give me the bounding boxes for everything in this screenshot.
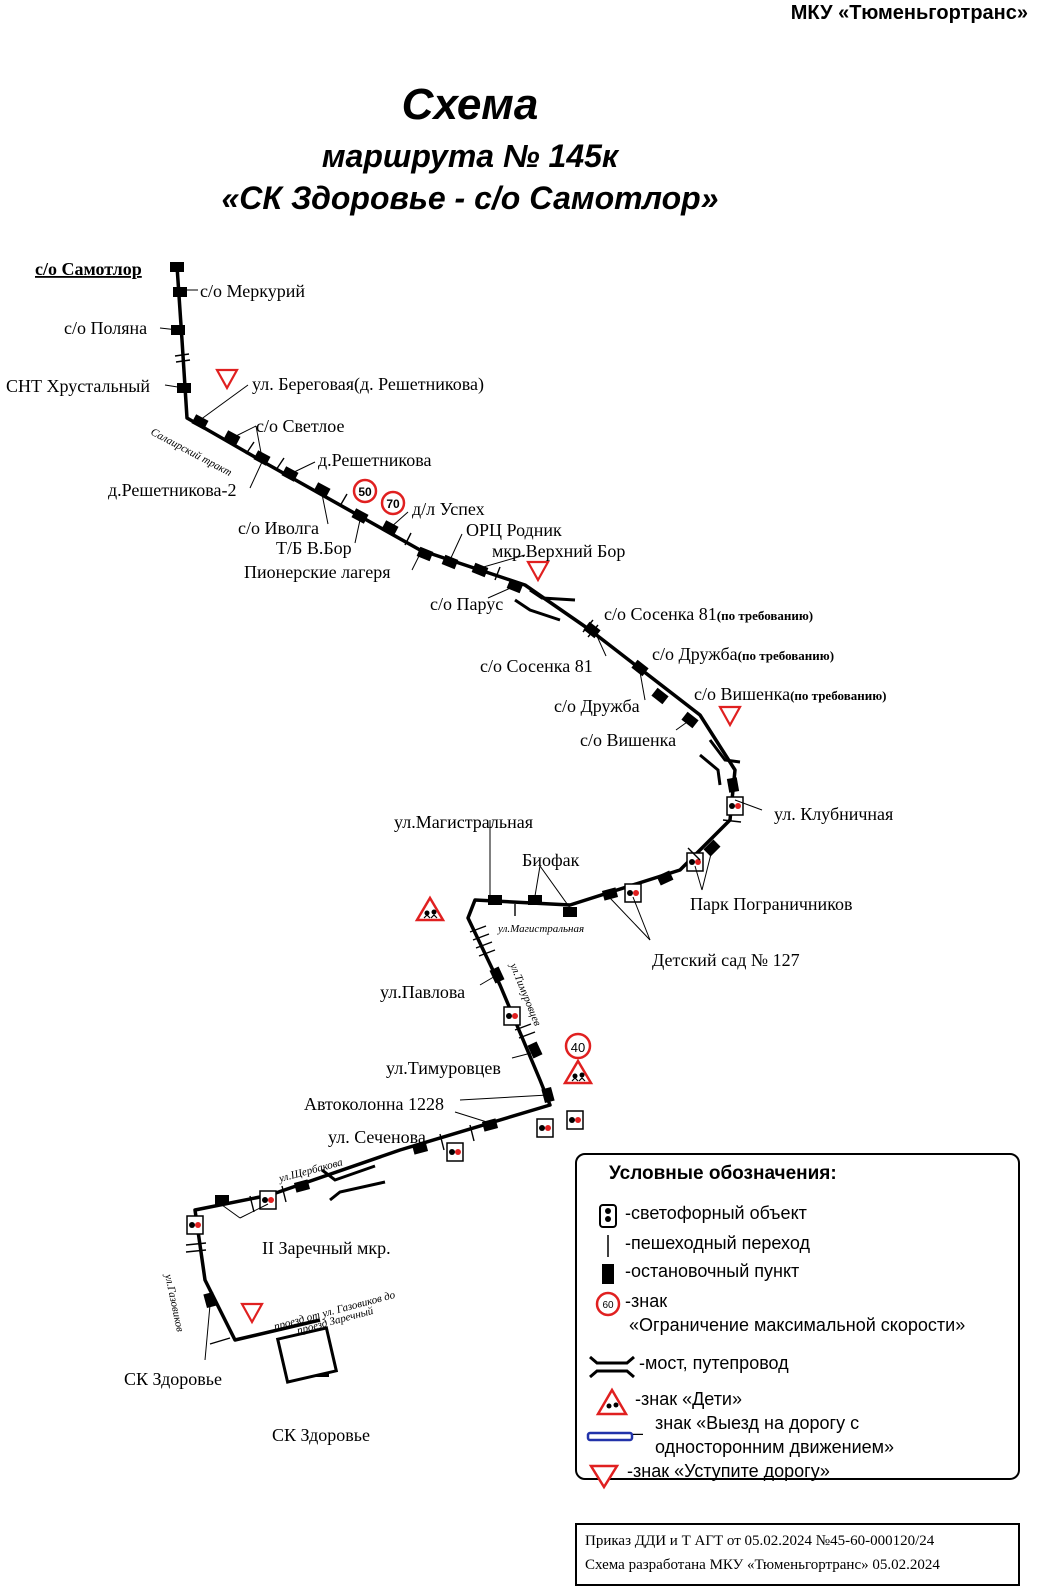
stop-zarechny: II Заречный мкр. [262, 1238, 391, 1258]
street-magistralnaya: ул.Магистральная [497, 923, 584, 935]
stop-pavlova: ул.Павлова [380, 982, 465, 1002]
stop-vishenka: с/о Вишенка [580, 730, 676, 750]
legend-speed-2: «Ограничение максимальной скорости» [629, 1315, 966, 1335]
stop-timurovtsev: ул.Тимуровцев [386, 1058, 501, 1078]
speed-sign-50: 50 [358, 485, 372, 499]
stop-druzhba-request-name: с/о Дружба [652, 644, 738, 664]
legend-children: -знак «Дети» [635, 1389, 742, 1409]
stop-samotlor: с/о Самотлор [35, 259, 142, 279]
stop-reshetnikova: д.Решетникова [318, 450, 431, 470]
sk-zdorovye-building [275, 1326, 339, 1384]
stop-sosenka-81: с/о Сосенка 81 [480, 656, 593, 676]
legend-panel: Условные обозначения: -светофорный объек… [575, 1153, 1020, 1490]
stop-druzhba-request: с/о Дружба(по требованию) [652, 644, 834, 664]
legend-stop: -остановочный пункт [625, 1261, 800, 1281]
legend-oneway-2: односторонним движением» [655, 1437, 895, 1457]
stop-ivolga: с/о Иволга [238, 518, 319, 538]
bridge-icon [589, 1355, 635, 1379]
street-salairsky: Салаирский тракт [149, 426, 234, 479]
organization-name: МКУ «Тюменьгортранс» [790, 2, 1028, 24]
stop-sechenova: ул. Сеченова [328, 1127, 426, 1147]
stop-uspeh: д/л Успех [412, 499, 485, 519]
pedestrian-crossing-icon [607, 1235, 609, 1257]
stop-vishenka-request: с/о Вишенка(по требованию) [694, 684, 886, 704]
stop-sosenka-81-request-name: с/о Сосенка 81 [604, 604, 717, 624]
speed-signs: 50 70 40 [352, 478, 592, 1060]
page-title: Схема [401, 80, 539, 129]
stop-magistralnaya: ул.Магистральная [394, 812, 533, 832]
legend-oneway-1: знак «Выезд на дорогу с [655, 1413, 860, 1433]
children-sign-icon [595, 1387, 629, 1416]
legend-oneway-dash: – [633, 1423, 644, 1443]
legend-crossing: -пешеходный переход [625, 1233, 810, 1253]
stop-merkury: с/о Меркурий [200, 281, 305, 301]
yield-sign-icon [588, 1464, 620, 1490]
stop-hrustalny: СНТ Хрустальный [6, 376, 150, 396]
stop-klubnichnaya: ул. Клубничная [774, 804, 893, 824]
stop-avtokolonna-1228: Автоколонна 1228 [304, 1094, 444, 1114]
stop-polyana: с/о Поляна [64, 318, 147, 338]
route-line [175, 265, 737, 1342]
stop-reshetnikova-2: д.Решетникова-2 [108, 480, 236, 500]
bus-stop-icon [602, 1264, 614, 1284]
speed-sign-40: 40 [571, 1040, 585, 1055]
bridges [321, 588, 741, 1202]
stop-orc-rodnik: ОРЦ Родник [466, 520, 562, 540]
speed-limit-icon: 60 [595, 1291, 621, 1317]
stop-sk-zdorovye-1: СК Здоровье [124, 1369, 222, 1389]
stop-detsad-127: Детский сад № 127 [652, 950, 800, 970]
pedestrian-crossings [174, 353, 742, 1345]
legend-bridge: -мост, путепровод [639, 1353, 789, 1373]
stop-vishenka-request-note: (по требованию) [790, 688, 886, 703]
route-name: «СК Здоровье - с/о Самотлор» [221, 180, 719, 216]
stop-beregovaya: ул. Береговая(д. Решетникова) [252, 374, 484, 395]
stop-sosenka-81-request-note: (по требованию) [717, 608, 813, 623]
stop-vishenka-request-name: с/о Вишенка [694, 684, 790, 704]
legend-yield: -знак «Уступите дорогу» [627, 1461, 830, 1481]
legend-heading: Условные обозначения: [609, 1163, 837, 1184]
stop-biofak: Биофак [522, 850, 580, 870]
street-gazovikov: ул.Газовиков [162, 1272, 186, 1333]
legend-speed-value: 60 [602, 1300, 614, 1311]
route-number: маршрута № 145к [321, 138, 619, 174]
stop-svetloe: с/о Светлое [256, 416, 345, 436]
traffic-light-icon [599, 1204, 617, 1228]
legend-traffic-light: -светофорный объект [625, 1203, 807, 1223]
footer-developer: Схема разработана МКУ «Тюменьгортранс» 0… [585, 1557, 940, 1573]
stop-verhny-bor: мкр.Верхний Бор [492, 541, 625, 561]
footer-order: Приказ ДДИ и Т АГТ от 05.02.2024 №45-60-… [585, 1533, 935, 1549]
one-way-sign-icon [586, 1431, 634, 1442]
footer-panel: Приказ ДДИ и Т АГТ от 05.02.2024 №45-60-… [575, 1523, 1020, 1586]
stop-sk-zdorovye-2: СК Здоровье [272, 1425, 370, 1445]
stop-sosenka-81-request: с/о Сосенка 81(по требованию) [604, 604, 813, 624]
speed-sign-70: 70 [386, 497, 400, 511]
stop-druzhba: с/о Дружба [554, 696, 640, 716]
legend-speed-1: -знак [625, 1291, 668, 1311]
stop-park-pogranichnikov: Парк Пограничников [690, 894, 853, 914]
stop-pionerskie: Пионерские лагеря [244, 562, 391, 582]
leader-lines [159, 289, 763, 1361]
stop-tb-vbor: Т/Б В.Бор [276, 538, 352, 558]
stop-parus: с/о Парус [430, 594, 503, 614]
stop-druzhba-request-note: (по требованию) [738, 648, 834, 663]
